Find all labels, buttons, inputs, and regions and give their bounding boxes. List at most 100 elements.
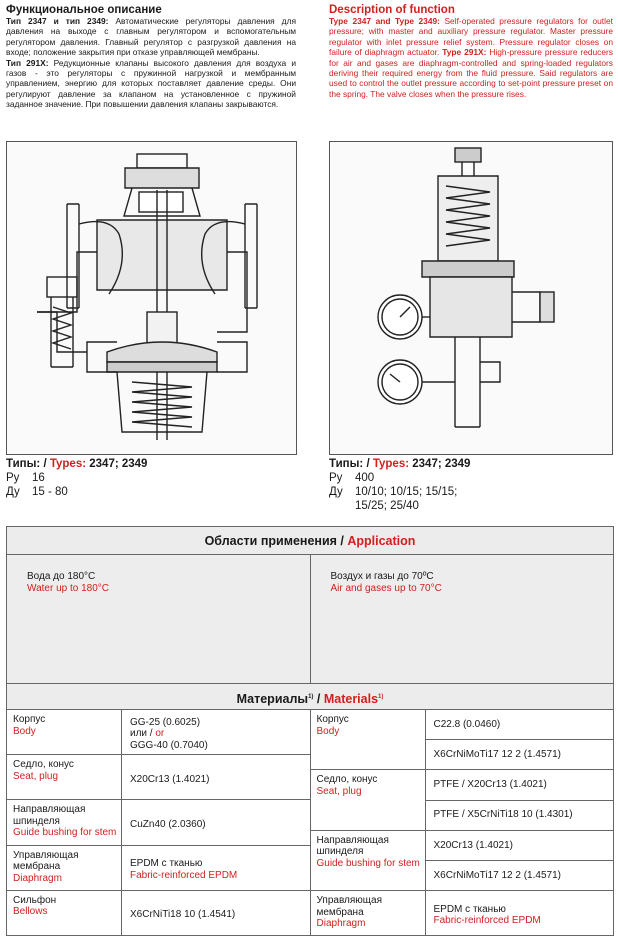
material-values: C22.8 (0.0460) X6CrNiMoTi17 12 2 (1.4571) [425,710,613,769]
material-value: X20Cr13 (1.4021) [425,831,613,861]
application-section: Области применения / Application Вода до… [6,526,614,684]
dn-row-right-2: 15/25; 25/40 [355,500,419,512]
material-part-ru: Седло, конус [13,759,74,771]
material-part-en: Body [316,725,340,737]
types-right-heading: Типы: / Types: 2347; 2349 [329,458,471,470]
material-value: PTFE / X5CrNiTi18 10 (1.4301) [433,809,573,821]
material-value: GGG-40 (0.7040) [130,739,208,751]
material-part-ru: Корпус [13,714,46,725]
type-291x-label-en: Type 291X: [442,47,487,58]
description-en: Description of function Type 2347 and Ty… [329,4,613,99]
material-value: GG-25 (0.6025) [130,716,201,728]
application-left: Вода до 180°C Water up to 180°C [7,555,311,683]
material-part-en: Guide bushing for stem [13,827,117,839]
material-part-en: Guide bushing for stem [316,857,420,869]
application-left-ru: Вода до 180°C [27,571,96,582]
application-heading: Области применения / Application [7,527,613,555]
materials-heading: Материалы1) / Materials1) [7,684,613,710]
material-part-en: Diaphragm [13,872,62,884]
type-291x-text: Редукционные клапаны высокого давления д… [6,57,297,110]
material-value: Fabric-reinforced EPDM [433,915,541,926]
material-values: X20Cr13 (1.4021) [122,755,310,799]
material-value: EPDM с тканью [433,903,506,915]
application-left-en: Water up to 180°C [27,583,110,594]
description-en-text: Type 2347 and Type 2349: Self-operated p… [329,16,613,99]
material-part-ru: Управляющая мембрана [13,849,79,873]
reducer-291x-drawing [329,141,613,455]
application-right-ru: Воздух и газы до 70ºC [330,571,434,582]
material-value-en: or [155,728,165,740]
regulator-2347-svg [37,153,258,440]
type-291x-text-en: High-pressure pressure reducers for air … [329,47,613,99]
description-en-title: Description of function [329,4,455,16]
material-values: CuZn40 (2.0360) [122,800,310,844]
material-part-en: Diaphragm [316,918,366,930]
material-part-en: Seat, plug [13,770,59,782]
material-part-ru: Сильфон [13,894,57,906]
material-values: PTFE / X20Cr13 (1.4021) PTFE / X5CrNiTi18… [425,770,613,829]
type-2347-text: Автоматические регуляторы давления для д… [6,16,296,58]
types-left-heading: Типы: / Types: 2347; 2349 [6,458,148,470]
type-2347-label-en: Type 2347 and Type 2349: [329,16,440,26]
application-right-en: Air and gases up to 70°C [330,583,442,594]
material-value: X6CrNiTi18 10 (1.4541) [130,909,236,921]
description-ru-text: Тип 2347 и тип 2349: Автоматические регу… [6,16,296,110]
material-part-en: Seat, plug [316,785,362,797]
application-right: Воздух и газы до 70ºC Air and gases up t… [310,555,613,683]
material-part-ru: Корпус [316,714,349,725]
material-value: CuZn40 (2.0360) [130,818,206,830]
material-value: PTFE / X20Cr13 (1.4021) [425,770,613,801]
description-ru-title: Функциональное описание [6,4,162,16]
material-value: или / or [130,728,165,740]
material-part-ru: Управляющая мембрана [316,895,382,918]
material-value: X6CrNiMoTi17 12 2 (1.4571) [433,869,561,881]
regulator-2347-drawing [6,141,297,455]
material-values: X6CrNiTi18 10 (1.4541) [122,891,310,935]
material-value: X20Cr13 (1.4021) [130,773,210,785]
material-values: X20Cr13 (1.4021) X6CrNiMoTi17 12 2 (1.457… [425,831,613,890]
material-part-ru: Направляющая шпинделя [13,804,86,827]
material-part-ru: Направляющая шпинделя [316,834,389,858]
material-part-en: Bellows [13,906,48,918]
material-part-ru: Седло, конус [316,774,378,786]
description-ru: Функциональное описание Тип 2347 и тип 2… [6,4,296,110]
type-2347-text-en: Self-operated pressure regulators for ou… [329,16,613,58]
reducer-291x-svg [377,147,555,428]
material-value: X6CrNiMoTi17 12 2 (1.4571) [433,749,561,760]
material-part-en: Body [13,725,36,737]
type-2347-label: Тип 2347 и тип 2349: [6,16,109,26]
material-value: EPDM с тканью [130,858,203,870]
type-291x-label: Тип 291Х: [6,57,49,68]
material-value: Fabric-reinforced EPDM [130,869,238,881]
material-value: C22.8 (0.0460) [425,710,613,741]
